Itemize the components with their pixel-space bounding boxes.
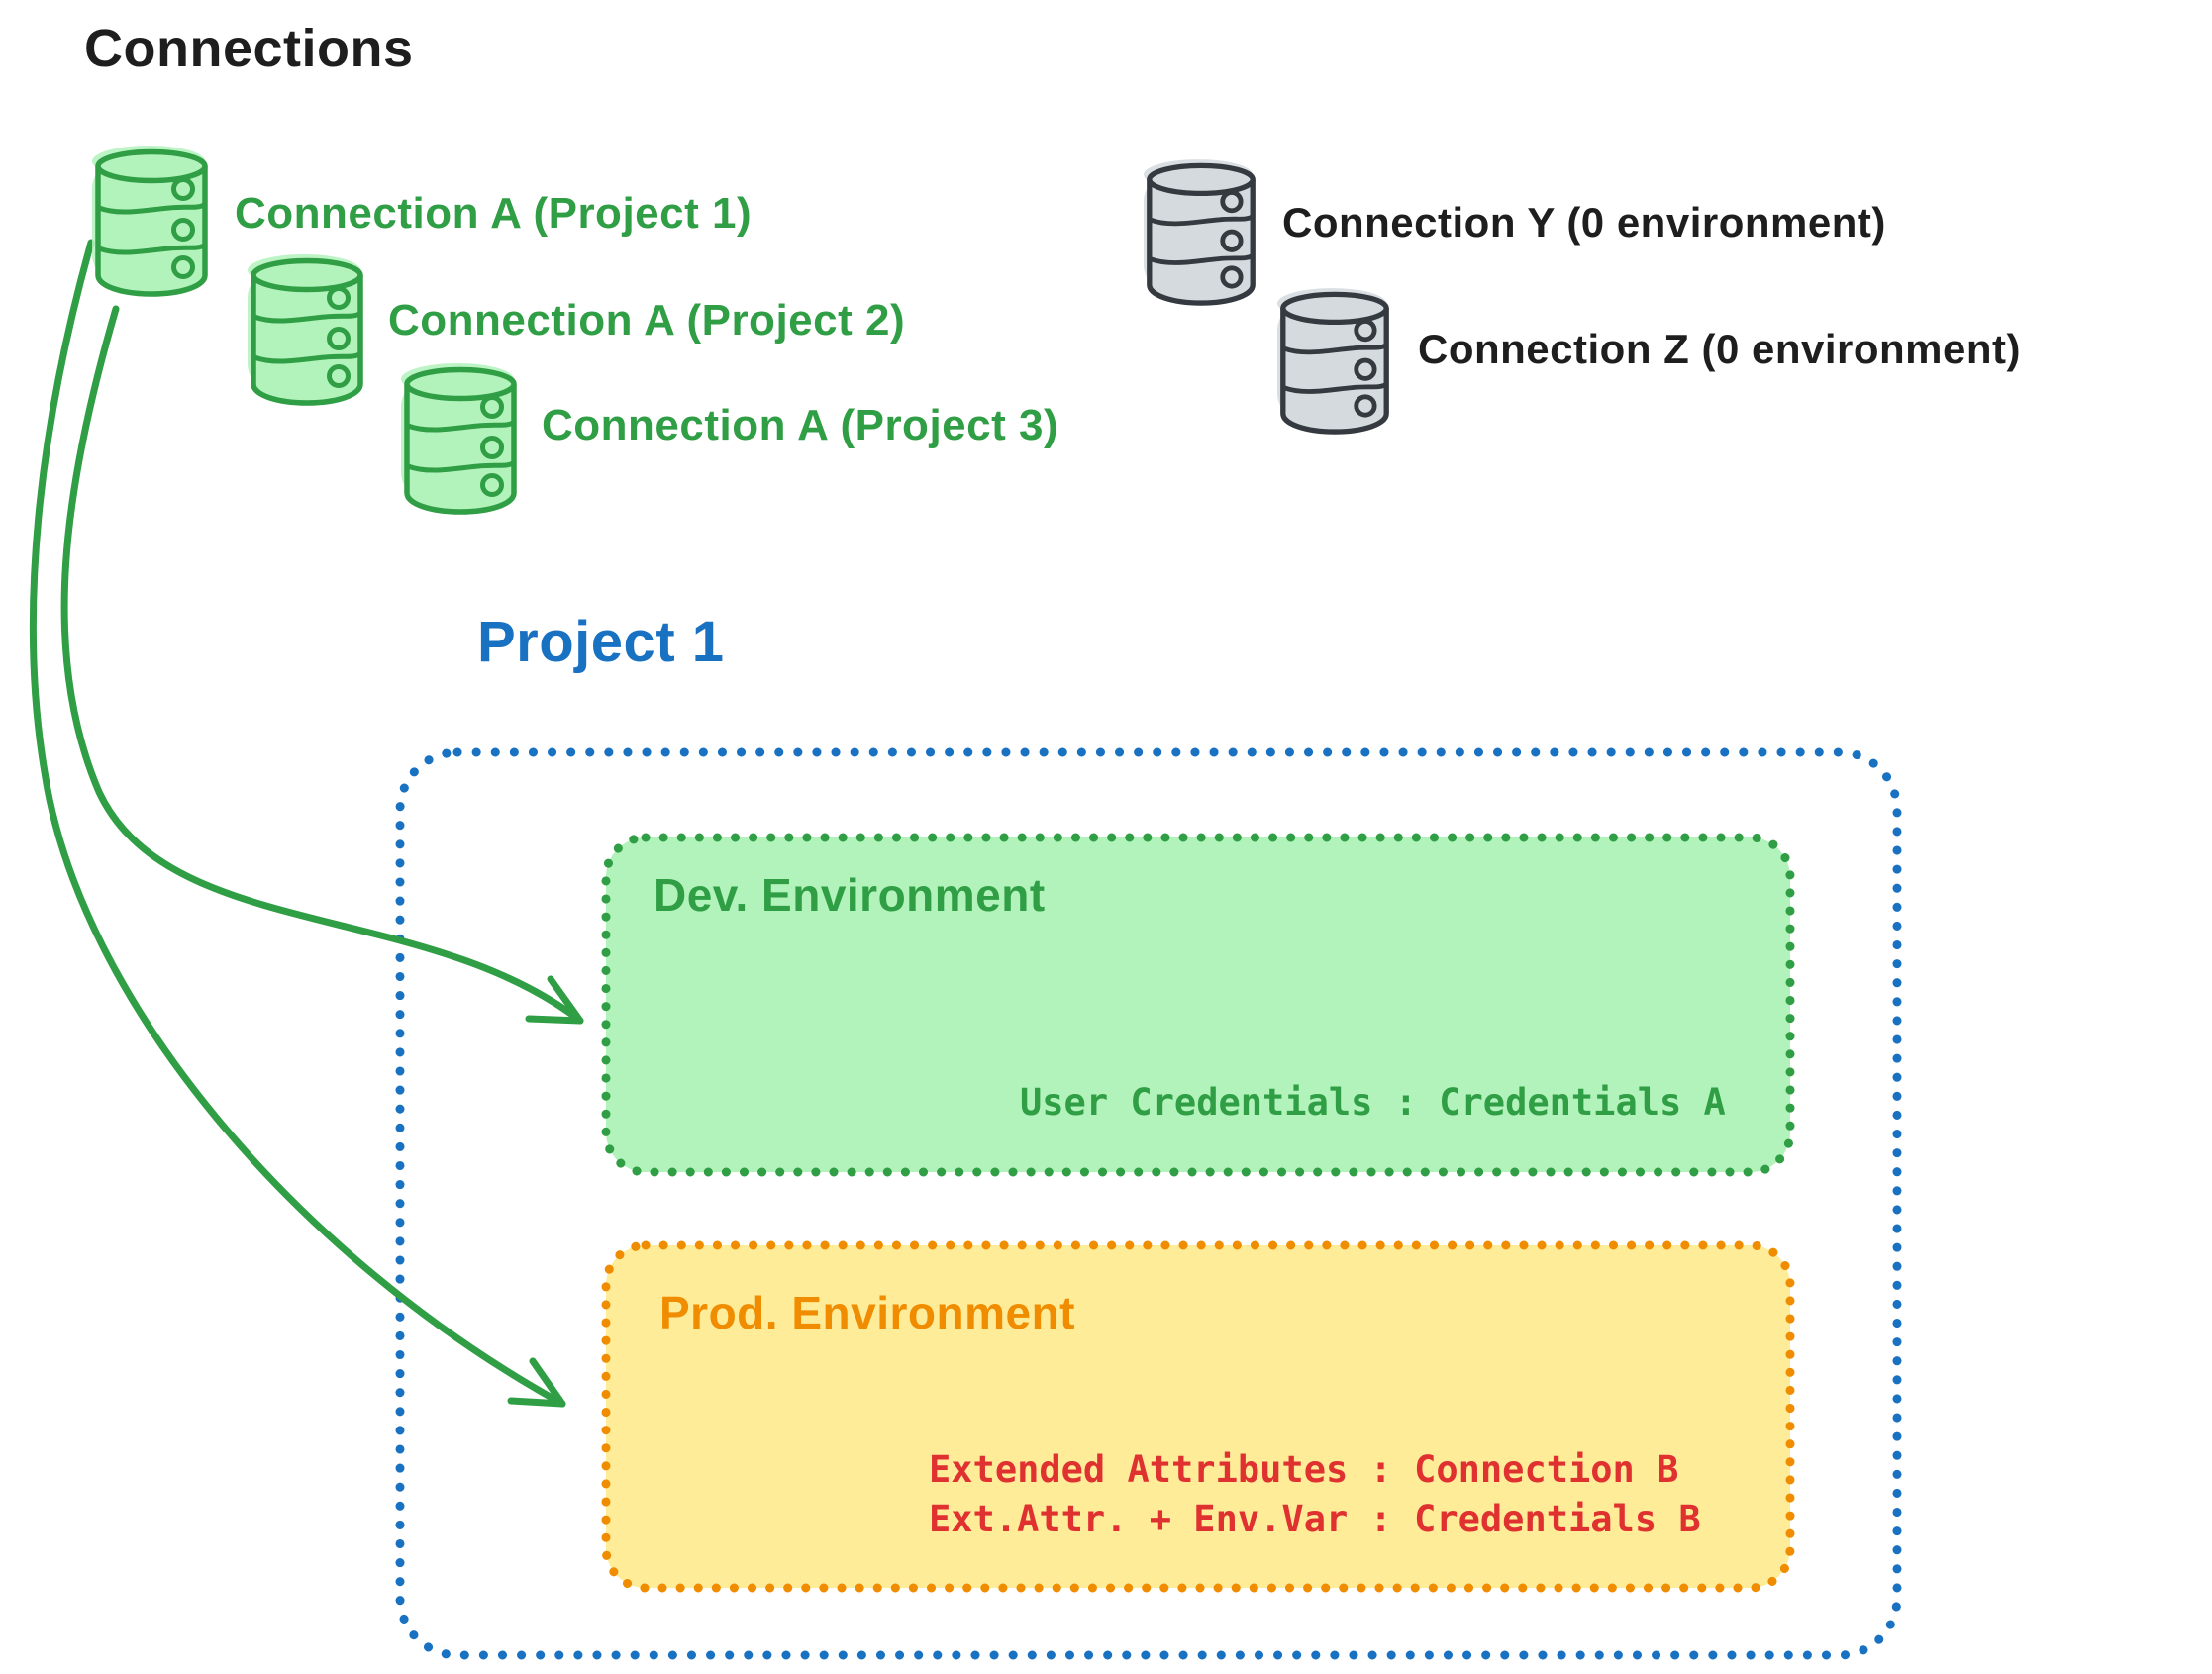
database-icon-connection-y: [1144, 159, 1254, 304]
dev-environment-box: [601, 833, 1795, 1177]
connection-a-project-2-label: Connection A (Project 2): [388, 296, 906, 345]
database-icon-connection-a-project-3: [401, 363, 514, 512]
diagram-title: Connections: [84, 19, 414, 78]
project-1-title: Project 1: [477, 610, 725, 674]
prod-env-var-mapping: Ext.Attr. + Env.Var : Credentials B: [929, 1497, 1701, 1540]
project-1-box: [395, 747, 1902, 1660]
prod-environment-title: Prod. Environment: [659, 1287, 1075, 1338]
connection-z-label: Connection Z (0 environment): [1418, 326, 2022, 372]
connection-a-project-1-label: Connection A (Project 1): [235, 189, 753, 238]
arrow-connection-a-to-prod-icon: [29, 239, 566, 1408]
database-icon-connection-z: [1277, 288, 1387, 433]
dev-environment-title: Dev. Environment: [654, 869, 1046, 921]
arrow-connection-a-to-dev-icon: [60, 305, 584, 1025]
database-icon-connection-a-project-1: [92, 146, 205, 294]
connection-y-label: Connection Y (0 environment): [1282, 199, 1886, 246]
prod-mappings: Extended Attributes : Connection B Ext.A…: [929, 1445, 1701, 1544]
connection-a-project-3-label: Connection A (Project 3): [542, 401, 1059, 449]
database-icon-connection-a-project-2: [248, 254, 360, 403]
dev-credentials-mapping: User Credentials : Credentials A: [1020, 1081, 1726, 1124]
prod-extended-attributes-mapping: Extended Attributes : Connection B: [929, 1448, 1679, 1491]
prod-environment-box: [601, 1240, 1795, 1593]
